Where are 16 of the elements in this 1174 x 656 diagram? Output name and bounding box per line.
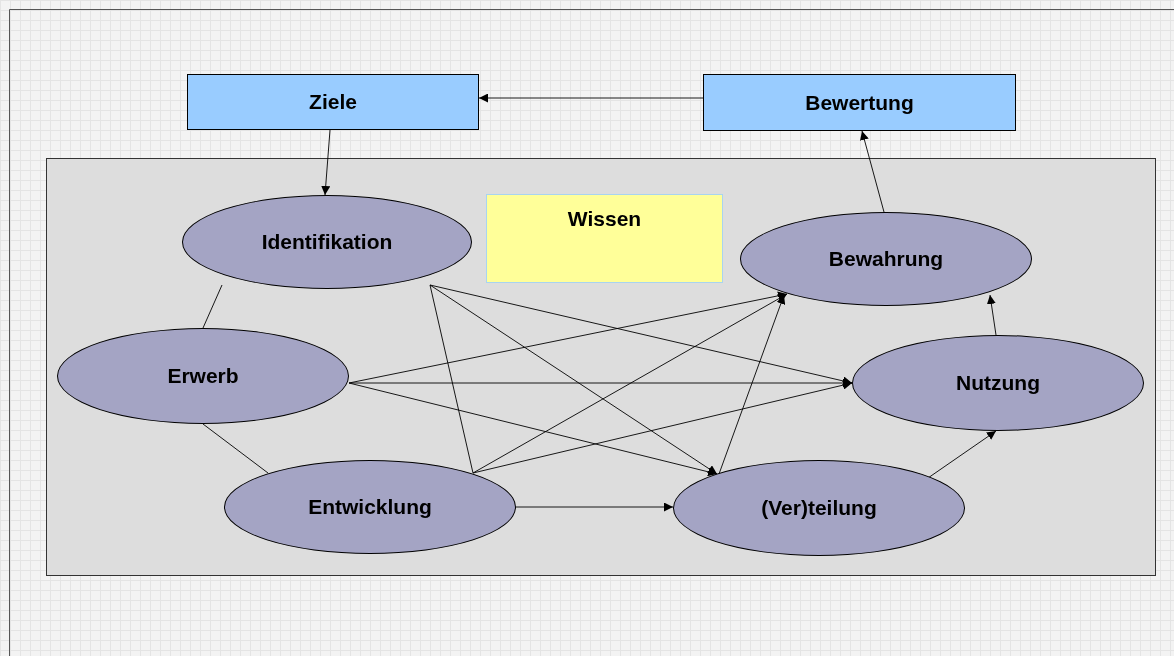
- node-label: Bewahrung: [828, 247, 944, 271]
- note-box: [486, 194, 723, 283]
- process-box: [187, 74, 479, 130]
- node-label: Bewertung: [805, 90, 914, 115]
- connector-line: [429, 284, 474, 474]
- node-label: Wissen: [567, 207, 642, 231]
- node-label: Identifikation: [261, 230, 393, 254]
- node-label: Ziele: [309, 90, 357, 114]
- connector-line: [202, 284, 223, 329]
- node-label: Entwicklung: [308, 495, 432, 519]
- node-label: (Ver)teilung: [761, 496, 877, 520]
- connector-line: [202, 423, 269, 474]
- node-label: Nutzung: [956, 371, 1040, 395]
- node-label: Erwerb: [167, 364, 239, 388]
- process-box: [703, 74, 1016, 131]
- panel-background: [46, 158, 1156, 576]
